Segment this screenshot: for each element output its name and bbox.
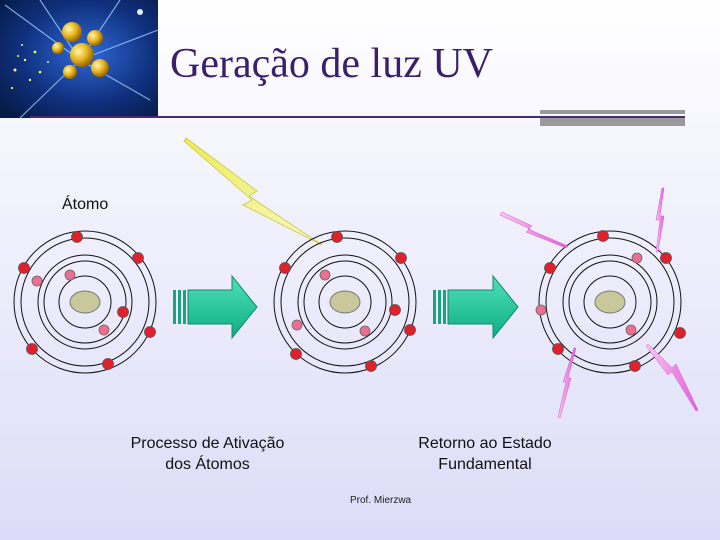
uv-ray-icon [499,187,699,419]
atom-ground-state [13,230,157,374]
electron [365,360,377,372]
atom-label: Átomo [62,196,109,213]
electron [31,275,43,287]
electron [319,269,331,281]
electron [404,324,416,336]
electron [631,252,643,264]
electron [132,252,144,264]
caption-activation: Processo de Ativação dos Átomos [105,433,310,475]
electron [660,252,672,264]
electron [18,262,30,274]
electron [359,325,371,337]
caption-activation-line2: dos Átomos [165,456,250,473]
caption-activation-line1: Processo de Ativação [130,435,285,452]
title-divider [30,110,685,126]
atom-excited-state [273,230,417,374]
electron [144,326,156,338]
electron [674,327,686,339]
nucleus [594,290,626,314]
electron [552,343,564,355]
electron [102,358,114,370]
electron [98,324,110,336]
electron [71,231,83,243]
electron [64,269,76,281]
page-title: Geração de luz UV [170,41,493,87]
caption-return-line1: Retorno ao Estado [418,435,552,452]
starburst-atom-icon [0,0,158,118]
lightning-bolt-icon [183,137,323,246]
electron [331,231,343,243]
electron [535,304,547,316]
caption-return-line2: Fundamental [438,456,532,473]
electron [290,348,302,360]
electron [625,324,637,336]
arrow-right-icon [173,274,258,340]
nucleus [329,290,361,314]
electron [291,319,303,331]
atom-return-state [535,230,686,374]
electron [279,262,291,274]
electron [544,262,556,274]
electron [629,360,641,372]
uv-generation-diagram [13,137,699,419]
electron [389,304,401,316]
caption-return: Retorno ao Estado Fundamental [395,433,575,475]
electron [26,343,38,355]
nucleus [69,290,101,314]
electron [395,252,407,264]
arrow-right-icon [433,274,519,340]
footer-author: Prof. Mierzwa [350,495,412,506]
electron [597,230,609,242]
electron [117,306,129,318]
